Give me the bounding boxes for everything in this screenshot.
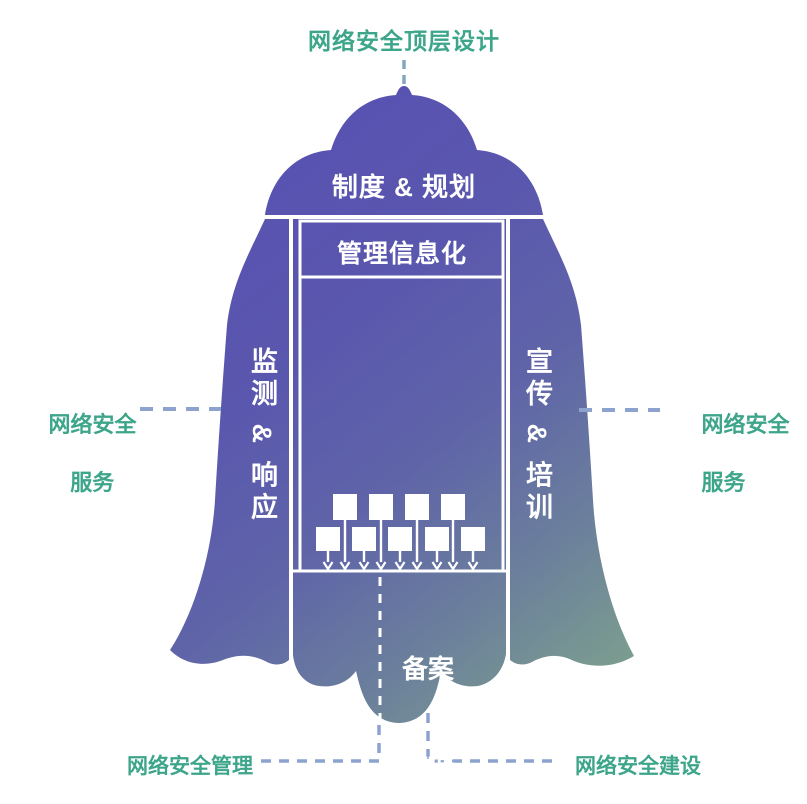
right-side-label-line1: 网络安全 xyxy=(701,412,790,437)
record-data-label-line2: 数据 xyxy=(401,750,454,780)
left-side-label-line2: 服务 xyxy=(70,470,115,495)
crown-section-label: 制度 & 规划 xyxy=(331,172,477,202)
left-column-label: 监测 & 响应 xyxy=(247,346,277,525)
right-side-label: 网络安全 服务 xyxy=(677,381,789,526)
terminal-placard-icon xyxy=(316,527,340,572)
right-column-label: 宣传 & 培训 xyxy=(522,346,552,525)
bottom-left-label: 网络安全管理 xyxy=(127,755,253,778)
terminal-placard-icon xyxy=(352,527,376,572)
left-side-label: 网络安全 服务 xyxy=(24,381,136,526)
bottom-left-connector-dashed-line xyxy=(261,722,381,763)
left-side-label-line1: 网络安全 xyxy=(48,412,137,437)
right-side-label-line2: 服务 xyxy=(701,470,746,495)
bell-crown-shape xyxy=(265,86,543,215)
management-box-label: 管理信息化 xyxy=(336,240,467,268)
bottom-right-label: 网络安全建设 xyxy=(575,755,701,778)
record-data-label-line1: 备案 xyxy=(401,654,454,684)
bell-left-wing-shape xyxy=(170,219,289,665)
terminal-placard-icon xyxy=(425,527,449,572)
terminal-placard-icon xyxy=(405,494,429,572)
terminal-placard-icon xyxy=(333,494,357,572)
terminal-placard-icon xyxy=(388,527,412,572)
terminal-placard-icons-group xyxy=(316,494,485,572)
terminal-placard-icon xyxy=(441,494,465,572)
terminal-placard-icon xyxy=(461,527,485,572)
bell-center-section-shape xyxy=(293,219,506,723)
top-label: 网络安全顶层设计 xyxy=(308,28,500,54)
record-data-label: 备案 数据 xyxy=(378,589,478,804)
terminal-placard-icon xyxy=(369,494,393,572)
bell-right-wing-shape xyxy=(510,219,634,666)
bottom-right-connector-dashed-line xyxy=(426,713,552,763)
